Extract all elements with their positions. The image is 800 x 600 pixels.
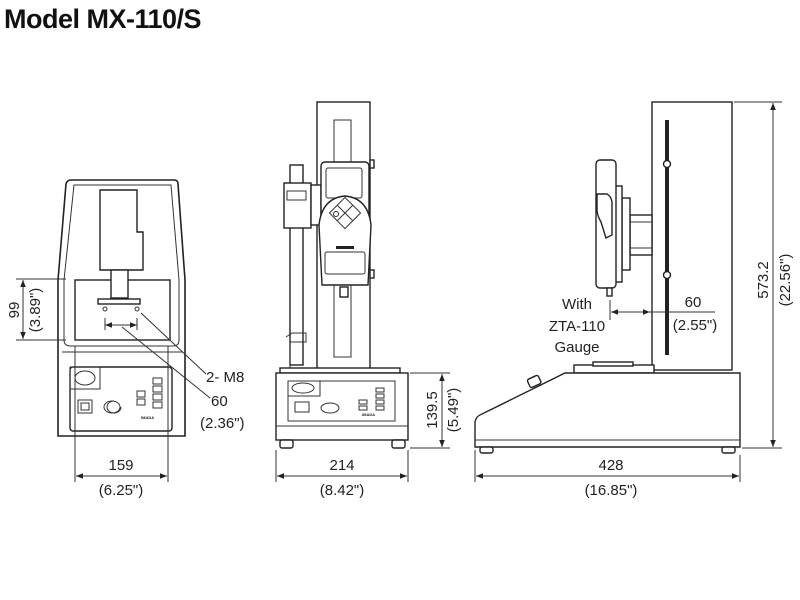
front-control-panel [69,366,173,432]
scale-foot [285,332,307,368]
front-view: IMADA 99 (3.89") 2- M8 60 (2.36") 159 (6… [6,179,245,499]
width-dim-label: 214 [329,457,354,474]
hole-label: 2- M8 [206,369,244,386]
page-title: Model MX-110/S [4,4,202,34]
foot [391,439,406,449]
width-dim-inch-label: (6.25") [99,482,144,499]
width-dim-label: 159 [108,457,133,474]
gauge-keypad-icon [328,196,362,230]
foot [279,439,294,449]
width-dim-inch-label: (8.42") [320,482,365,499]
base [275,372,409,441]
panel-buttons [136,377,163,409]
power-switch [77,399,93,414]
brand-logo: IMADA [141,415,154,420]
offset-dim-label: 60 [685,294,702,311]
gauge-probe [339,286,349,298]
speed-knob [320,402,340,414]
slot-bolt [662,270,672,280]
panel-window [69,366,101,390]
mount-hole [102,306,108,312]
hole-spacing-label: 60 [211,393,228,410]
base-height-dim-inch-label: (5.49") [445,388,462,433]
foot [479,446,494,454]
gauge-probe [606,287,613,297]
height-dim-label: 573.2 [755,261,772,299]
height-display [283,182,312,229]
spacing-leader [121,326,211,399]
gauge-grip [596,193,613,239]
base-height-dim-label: 139.5 [424,391,441,429]
height-display-screen [286,190,307,201]
front-body-outline [57,179,186,437]
panel-window [287,380,321,397]
side-base [474,372,741,448]
mount-hole [134,306,140,312]
gauge-note-line: ZTA-110 [549,318,605,335]
foot [721,446,736,454]
column-stop [369,269,375,279]
gauge-note-line: Gauge [554,339,599,356]
column-stop [369,159,375,169]
hole-leader [140,312,207,375]
power-switch-inner [80,402,90,411]
brand-logo: IMADA [362,412,375,417]
height-dim-inch-label: (22.56") [777,254,794,307]
slot-bolt [662,159,672,169]
front-plate [97,298,141,305]
front-column-block [99,189,144,271]
gauge-brand-plate [336,246,354,249]
sample-table [592,361,634,367]
middle-view: IMADA 139.5 (5.49") 214 (8.42") [275,101,462,499]
height-dim-inch-label: (3.89") [27,288,44,333]
panel-lamp [291,382,315,394]
side-view: With ZTA-110 Gauge 60 (2.55") 573.2 (22.… [474,101,794,499]
base-top-plate [279,367,401,374]
gauge-mount-plate [621,197,631,271]
depth-dim-inch-label: (16.85") [585,482,638,499]
offset-dim-inch-label: (2.55") [673,317,718,334]
gauge-note-line: With [562,296,592,313]
front-body-inner [63,184,180,347]
speed-knob [103,400,121,414]
depth-dim-label: 428 [598,457,623,474]
hole-spacing-inch-label: (2.36") [200,415,245,432]
side-column-slot [665,120,669,355]
speed-knob [526,374,542,389]
gauge-display [324,251,366,275]
front-shaft [110,269,129,299]
height-dim-label: 99 [6,302,23,319]
speed-knob-icon [106,400,122,414]
panel-buttons [358,387,385,411]
power-switch [294,401,310,413]
gauge-mount-arm [629,214,653,256]
force-gauge [318,195,372,286]
middle-control-panel [287,380,396,422]
